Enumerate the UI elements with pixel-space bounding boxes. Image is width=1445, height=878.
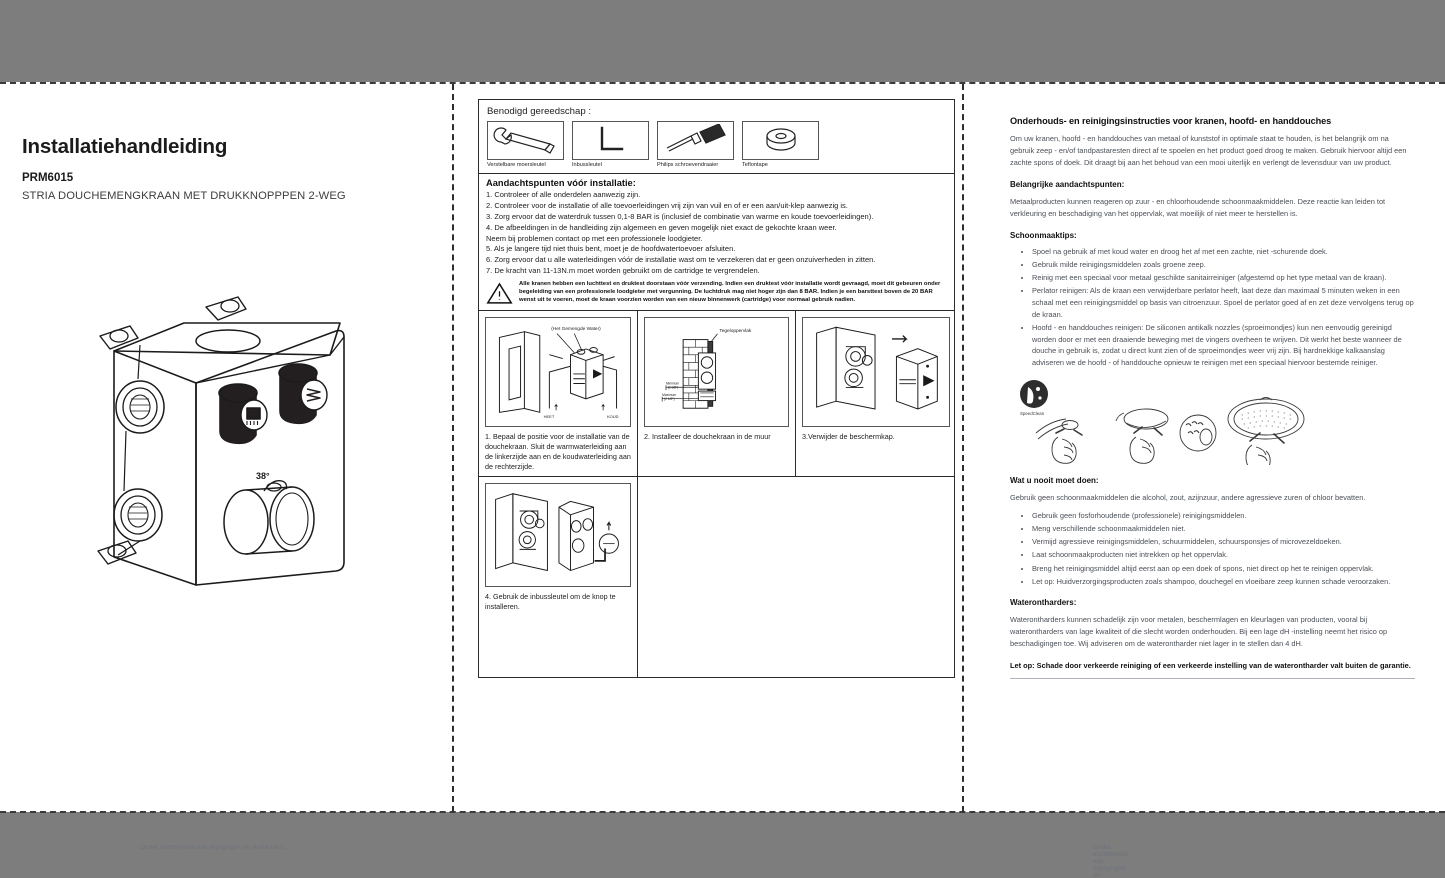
step-1-figure: (Het Gemengde Water) (485, 317, 631, 427)
step-3: 3.Verwijder de beschermkap. (796, 311, 956, 476)
step-1-caption: 1. Bepaal de positie voor de installatie… (485, 432, 631, 472)
svg-text:Minimum: Minimum (666, 381, 679, 385)
list-item: Laat schoonmaakproducten niet intrekken … (1032, 549, 1415, 561)
right-panel: Onderhouds- en reinigingsinstructies voo… (980, 84, 1445, 812)
list-item: Gebruik milde reinigingsmiddelen zoals g… (1032, 259, 1415, 271)
tool-item: Verstelbare moersleutel (487, 121, 564, 168)
attention-line: 4. De afbeeldingen in de handleiding zij… (486, 222, 837, 232)
attention-line: 1. Controleer of alle onderdelen aanwezi… (486, 190, 641, 199)
list-item: Perlator reinigen: Als de kraan een verw… (1032, 285, 1415, 320)
list-item: Gebruik geen fosforhoudende (professione… (1032, 510, 1415, 522)
middle-panel: Benodigd gereedschap : Verstelbare moers… (468, 84, 1128, 878)
list-item: Spoel na gebruik af met koud water en dr… (1032, 246, 1415, 258)
top-fold-dashed-line (0, 82, 1445, 84)
svg-text:38°: 38° (256, 471, 270, 481)
attention-box: Aandachtspunten vóór installatie: 1. Con… (478, 174, 955, 311)
attention-heading: Aandachtspunten vóór installatie: (486, 178, 636, 188)
step-1-cold-label: KOUD (607, 414, 619, 419)
never-heading: Wat u nooit moet doen: (1010, 475, 1099, 485)
attention-line: 2. Controleer voor de installatie of all… (486, 200, 848, 210)
attention-line: 6. Zorg ervoor dat u alle waterleidingen… (486, 255, 876, 265)
tool-label: Inbussleutel (572, 162, 602, 168)
step-4-figure (485, 483, 631, 588)
right-fold-dashed-line (962, 84, 964, 812)
teflon-tape-icon (742, 121, 819, 160)
page-title: Installatiehandleiding (22, 135, 228, 158)
warning-block: Alle kranen hebben een luchttest en druk… (486, 281, 947, 305)
softener-heading: Waterontharders: (1010, 598, 1077, 608)
footer-left: Onder voorbehoud van wijzigingen en druk… (140, 844, 286, 851)
important-text: Metaalproducten kunnen reageren op zuur … (1010, 196, 1386, 218)
bottom-gray-band (0, 812, 1445, 878)
tool-label: Philips schroevendraaier (657, 162, 719, 168)
tool-item: Inbussleutel (572, 121, 649, 168)
step-4: 4. Gebruik de inbussleutel om de knop te… (479, 477, 638, 678)
left-panel: Installatiehandleiding PRM6015 STRIA DOU… (0, 84, 446, 851)
footer-middle: Onder voorbehoud van wijzigingen en druk… (1093, 844, 1128, 878)
svg-text:(2 3/8"): (2 3/8") (668, 386, 679, 390)
list-item: Reinig met een speciaal voor metaal gesc… (1032, 272, 1415, 284)
tool-label: Verstelbare moersleutel (487, 162, 546, 168)
warning-triangle-icon (486, 281, 513, 305)
step-3-caption: 3.Verwijder de beschermkap. (802, 432, 895, 441)
tool-item: Teflontape (742, 121, 819, 168)
title-block: Installatiehandleiding PRM6015 STRIA DOU… (22, 135, 422, 202)
tools-row: Verstelbare moersleutel Inbussleutel (487, 121, 946, 168)
step-2: Tegeloppervlak (638, 311, 796, 477)
steps-grid: (Het Gemengde Water) (478, 311, 956, 679)
step-3-figure (802, 317, 950, 427)
svg-text:Maximum: Maximum (662, 393, 676, 397)
list-item: Hoofd - en handdouches reinigen: De sili… (1032, 322, 1415, 369)
tips-heading: Schoonmaaktips: (1010, 230, 1077, 240)
maintenance-heading: Onderhouds- en reinigingsinstructies voo… (1010, 116, 1332, 126)
adjustable-wrench-icon (487, 121, 564, 160)
step-2-tile-label: Tegeloppervlak (719, 328, 752, 334)
warning-text: Alle kranen hebben een luchttest en druk… (519, 281, 941, 303)
philips-screwdriver-icon (657, 121, 734, 160)
attention-line: 3. Zorg ervoor dat de waterdruk tussen 0… (486, 211, 874, 221)
speedclean-label: SpeedClean (1020, 411, 1045, 416)
important-heading: Belangrijke aandachtspunten: (1010, 179, 1125, 189)
attention-line: Neem bij problemen contact op met een pr… (486, 233, 703, 243)
steps-empty-cell (638, 477, 954, 677)
never-intro: Gebruik geen schoonmaakmiddelen die alco… (1010, 492, 1366, 502)
tool-item: Philips schroevendraaier (657, 121, 734, 168)
softener-note: Let op: Schade door verkeerde reiniging … (1010, 661, 1411, 671)
tools-heading: Benodigd gereedschap : (487, 106, 592, 117)
top-gray-band (0, 0, 1445, 82)
model-description: STRIA DOUCHEMENGKRAAN MET DRUKKNOPPPEN 2… (22, 190, 346, 202)
step-1-hot-label: HEET (544, 414, 555, 419)
steps-row-1: (Het Gemengde Water) (479, 311, 956, 477)
step-2-figure: Tegeloppervlak (644, 317, 789, 427)
product-illustration: 38° (78, 279, 378, 609)
model-code: PRM6015 (22, 172, 74, 184)
step-2-caption: 2. Installeer de douchekraan in de muur (644, 432, 771, 441)
step-1: (Het Gemengde Water) (479, 311, 638, 477)
bottom-fold-dashed-line (0, 811, 1445, 813)
list-item: Let op: Huidverzorgingsproducten zoals s… (1032, 576, 1415, 588)
attention-line: 5. Als je langere tijd niet thuis bent, … (486, 244, 736, 254)
list-item: Breng het reinigingsmiddel altijd eerst … (1032, 563, 1415, 575)
left-fold-dashed-line (452, 84, 454, 812)
steps-row-2: 4. Gebruik de inbussleutel om de knop te… (479, 476, 954, 678)
cleaning-tips-list: Spoel na gebruik af met koud water en dr… (1010, 246, 1415, 369)
step-1-top-label: (Het Gemengde Water) (551, 326, 601, 332)
svg-text:(2 1/8"): (2 1/8") (664, 397, 675, 401)
tools-box: Benodigd gereedschap : Verstelbare moers… (478, 99, 955, 174)
showerhead-cleaning-illustration: SpeedClean (1010, 379, 1415, 465)
divider (1010, 678, 1415, 680)
maintenance-intro: Om uw kranen, hoofd - en handdouches van… (1010, 134, 1407, 167)
list-item: Meng verschillende schoonmaakmiddelen ni… (1032, 523, 1415, 535)
softener-text: Waterontharders kunnen schadelijk zijn v… (1010, 615, 1388, 649)
allen-key-icon (572, 121, 649, 160)
list-item: Vermijd agressieve reinigingsmiddelen, s… (1032, 536, 1415, 548)
attention-line: 7. De kracht van 11-13N.m moet worden ge… (486, 266, 760, 276)
never-do-list: Gebruik geen fosforhoudende (professione… (1010, 510, 1415, 588)
step-4-caption: 4. Gebruik de inbussleutel om de knop te… (485, 592, 616, 612)
tool-label: Teflontape (742, 162, 768, 168)
